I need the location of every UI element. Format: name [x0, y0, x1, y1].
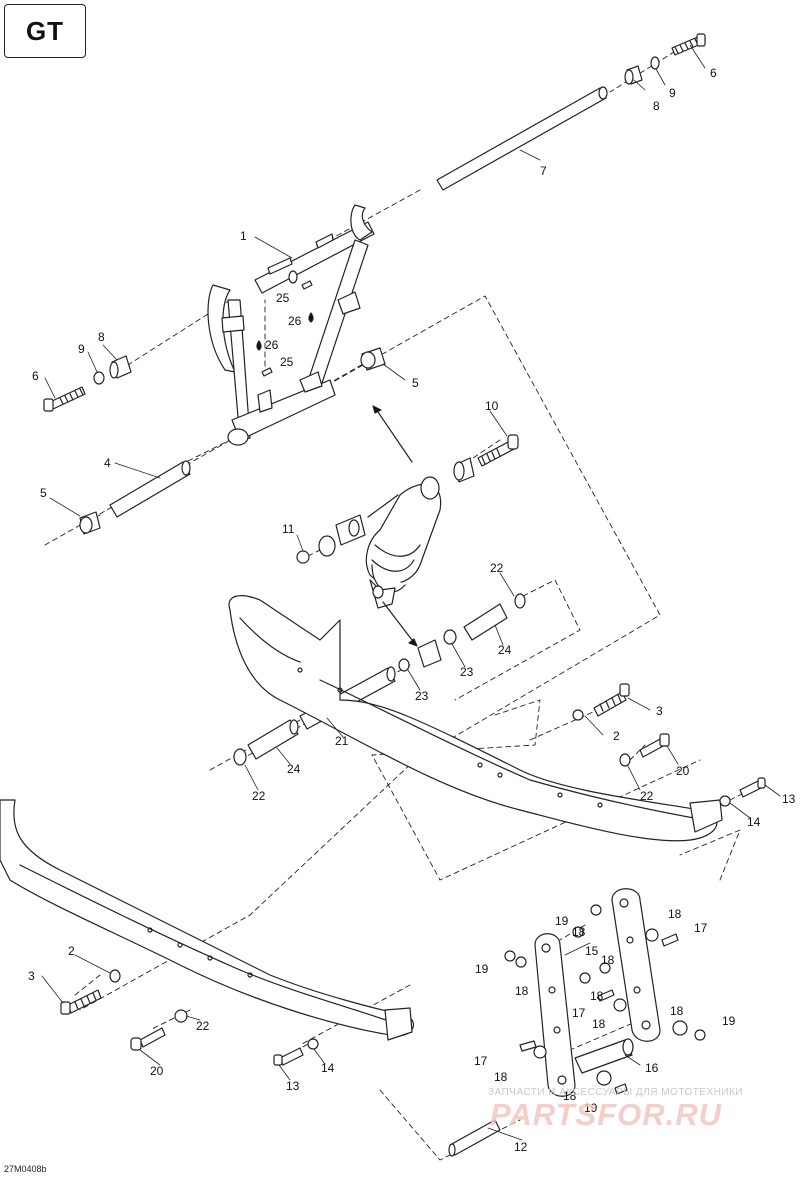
spacer-left	[109, 355, 132, 379]
callout-label: 24	[498, 643, 512, 657]
callout-label: 17	[474, 1054, 488, 1068]
shock-mount-hardware	[296, 514, 366, 564]
leader-lines	[41, 44, 781, 1141]
callout-label: 2	[613, 729, 620, 743]
bolt-left	[43, 386, 86, 412]
callout-label: 12	[514, 1140, 528, 1154]
callout-labels: 1789689645525262625101122242323212422322…	[28, 66, 796, 1154]
callout-label: 4	[104, 456, 111, 470]
callout-label: 22	[252, 789, 266, 803]
callout-label: 18	[572, 925, 586, 939]
callout-label: 25	[280, 355, 294, 369]
callout-label: 2	[68, 944, 75, 958]
rear-shock-bushings	[398, 593, 526, 672]
oil-drop-icon	[256, 312, 314, 351]
callout-label: 25	[276, 291, 290, 305]
watermark-caption: ЗАПЧАСТИ И АКСЕССУАРЫ ДЛЯ МОТОТЕХНИКИ	[488, 1087, 744, 1098]
spacer-front-upper	[360, 347, 386, 371]
callout-label: 7	[540, 164, 547, 178]
bolt-20-right	[639, 733, 670, 758]
front-arm	[207, 204, 375, 446]
callout-label: 8	[653, 99, 660, 113]
callout-label: 17	[694, 921, 708, 935]
callout-label: 23	[460, 665, 474, 679]
callout-label: 17	[572, 1006, 586, 1020]
callout-label: 18	[601, 953, 615, 967]
callout-label: 23	[415, 689, 429, 703]
callout-label: 6	[32, 369, 39, 383]
model-badge: GT	[4, 4, 86, 58]
callout-label: 22	[490, 561, 504, 575]
callout-label: 1	[240, 229, 247, 243]
bolt-3-right	[593, 683, 630, 717]
callout-label: 6	[710, 66, 717, 80]
washer-left	[93, 371, 105, 385]
callout-label: 3	[28, 969, 35, 983]
washer-22-right	[619, 753, 631, 767]
callout-label: 3	[656, 704, 663, 718]
callout-label: 14	[747, 815, 761, 829]
callout-label: 18	[668, 907, 682, 921]
callout-label: 9	[669, 86, 676, 100]
front-shaft	[109, 460, 191, 518]
link-arms	[534, 888, 661, 1097]
callout-label: 11	[282, 522, 295, 536]
callout-label: 18	[590, 989, 604, 1003]
bolt-20-left	[130, 1027, 166, 1051]
callout-label: 13	[286, 1079, 300, 1093]
bolt-top-right	[671, 33, 706, 56]
rear-shaft	[436, 86, 608, 191]
slide-rail-left	[0, 799, 415, 1041]
callout-label: 21	[335, 734, 349, 748]
callout-label: 26	[265, 338, 279, 352]
link-shaft-16	[574, 1038, 634, 1074]
bolt-13-right	[739, 777, 766, 798]
callout-label: 10	[485, 399, 499, 413]
callout-label: 18	[670, 1004, 684, 1018]
bolt-13-left	[273, 1047, 304, 1066]
watermark-logo: PARTSFOR.RU	[490, 1097, 723, 1132]
washer-14-right	[719, 795, 731, 807]
callout-label: 15	[585, 944, 599, 958]
assembly-arrow	[372, 405, 418, 647]
slide-rail-right	[228, 595, 723, 842]
grease-fittings	[261, 280, 313, 377]
callout-label: 8	[98, 330, 105, 344]
washer-2-left	[109, 969, 121, 983]
washer-top-right	[650, 56, 660, 70]
spacer-top-right	[624, 65, 643, 85]
callout-label: 20	[676, 764, 690, 778]
link-shaft-12	[448, 1119, 501, 1157]
callout-label: 20	[150, 1064, 164, 1078]
callout-label: 22	[640, 789, 654, 803]
shock-absorber	[365, 434, 519, 609]
callout-label: 14	[321, 1061, 335, 1075]
link-hardware	[504, 904, 706, 1095]
callout-label: 18	[494, 1070, 508, 1084]
washer-2-right	[572, 709, 584, 721]
callout-label: 18	[563, 1089, 577, 1103]
washer-22-left	[174, 1009, 188, 1023]
callout-label: 5	[412, 376, 419, 390]
callout-label: 16	[645, 1061, 659, 1075]
bolt-3-left	[60, 989, 102, 1015]
callout-label: 19	[475, 962, 489, 976]
callout-label: 9	[78, 342, 85, 356]
callout-label: 26	[288, 314, 302, 328]
callout-label: 22	[196, 1019, 210, 1033]
spacer-front-lower	[79, 511, 101, 535]
callout-label: 19	[584, 1101, 598, 1115]
figure-code: 27M0408b	[4, 1164, 47, 1174]
callout-label: 18	[592, 1017, 606, 1031]
callout-label: 13	[782, 792, 796, 806]
callout-label: 18	[515, 984, 529, 998]
callout-label: 5	[40, 486, 47, 500]
callout-label: 24	[287, 762, 301, 776]
callout-label: 19	[555, 914, 569, 928]
callout-label: 19	[722, 1014, 736, 1028]
washer-14-left	[307, 1038, 319, 1050]
